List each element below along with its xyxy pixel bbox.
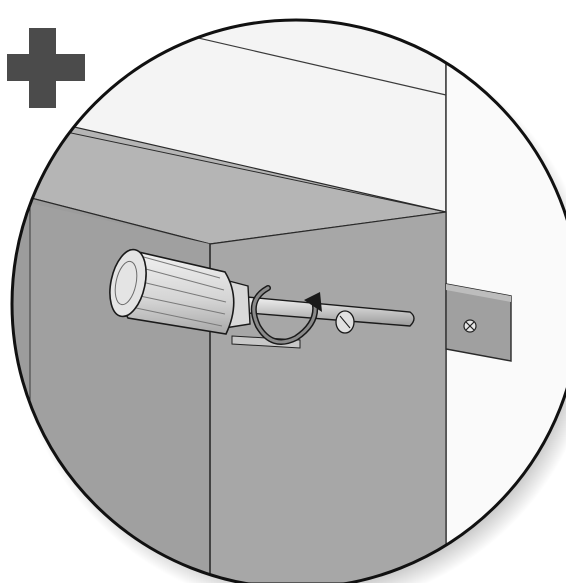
clockwise-rotation-arrow-icon — [250, 285, 322, 345]
screw-icon — [335, 310, 355, 334]
plus-icon — [7, 28, 85, 108]
cabinet-side-panel — [209, 211, 447, 583]
screwdriver-icon — [109, 248, 415, 335]
metal-bracket-icon — [445, 283, 512, 362]
magnifier-circle-outline — [10, 18, 566, 583]
